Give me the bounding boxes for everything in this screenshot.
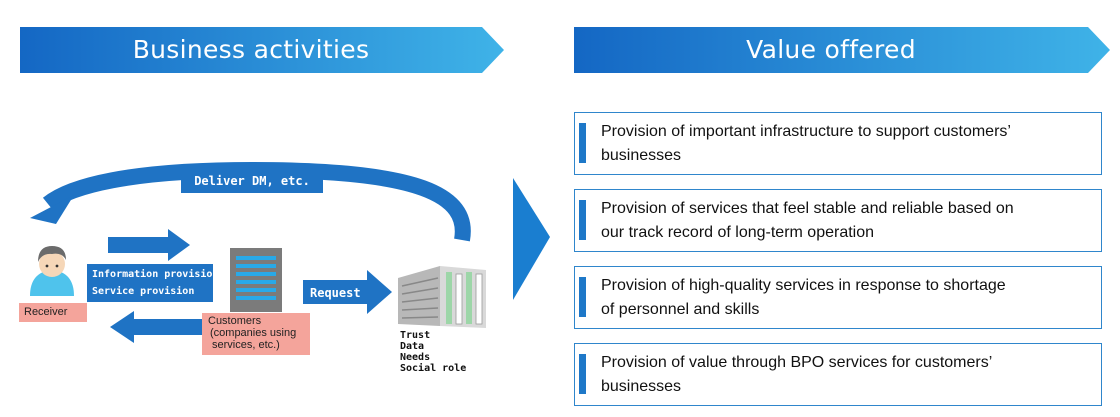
deliver-label: Deliver DM, etc. bbox=[194, 174, 310, 188]
info-provision-label: Information provision bbox=[92, 269, 219, 280]
trust-item: Trust bbox=[400, 330, 431, 341]
value-item: Provision of important infrastructure to… bbox=[574, 112, 1102, 175]
deliver-label-box bbox=[181, 169, 323, 193]
value-item-accent-bar bbox=[579, 123, 586, 163]
request-label: Request bbox=[310, 286, 361, 300]
office-building-icon bbox=[230, 248, 282, 312]
banner-title: Value offered bbox=[746, 35, 916, 64]
value-offered-banner: Value offered bbox=[574, 27, 1110, 73]
value-item-text: Provision of value through BPO services … bbox=[601, 351, 1093, 399]
value-item: Provision of high-quality services in re… bbox=[574, 266, 1102, 329]
banner-arrow-shape bbox=[574, 27, 1110, 73]
value-item-accent-bar bbox=[579, 277, 586, 317]
left-arrow-lower bbox=[110, 311, 216, 343]
value-item-line: of personnel and skills bbox=[601, 301, 760, 318]
customers-tag: Customers (companies using services, etc… bbox=[202, 313, 310, 355]
banner-arrow-shape bbox=[20, 27, 504, 73]
value-item: Provision of services that feel stable a… bbox=[574, 189, 1102, 252]
value-item-accent-bar bbox=[579, 354, 586, 394]
customers-label: Customers bbox=[208, 315, 262, 327]
value-item-text: Provision of services that feel stable a… bbox=[601, 197, 1093, 245]
trust-item: Social role bbox=[400, 363, 467, 374]
person-icon bbox=[30, 246, 74, 296]
trust-item: Data bbox=[400, 341, 425, 352]
business-flow-diagram: Deliver DM, etc. Information provision S… bbox=[0, 100, 560, 417]
service-provision-label: Service provision bbox=[92, 286, 195, 297]
diagram-graphics bbox=[30, 161, 550, 343]
value-item-text: Provision of high-quality services in re… bbox=[601, 274, 1093, 322]
value-item-line: businesses bbox=[601, 147, 682, 164]
value-item-accent-bar bbox=[579, 200, 586, 240]
customers-sub-label: (companies using bbox=[210, 327, 297, 339]
business-activities-banner: Business activities bbox=[20, 27, 504, 73]
trust-item: Needs bbox=[400, 352, 431, 363]
request-arrow bbox=[303, 270, 392, 314]
value-item-line: businesses bbox=[601, 378, 682, 395]
value-item-line: Provision of services that feel stable a… bbox=[601, 200, 1014, 217]
customers-sub-label: services, etc.) bbox=[212, 339, 280, 351]
value-item-line: Provision of value through BPO services … bbox=[601, 354, 993, 371]
value-item-line: our track record of long-term operation bbox=[601, 224, 875, 241]
value-item-line: Provision of important infrastructure to… bbox=[601, 123, 1011, 140]
receiver-tag: Receiver bbox=[19, 303, 87, 322]
value-item: Provision of value through BPO services … bbox=[574, 343, 1102, 406]
right-arrow-upper bbox=[108, 229, 190, 261]
value-item-line: Provision of high-quality services in re… bbox=[601, 277, 1006, 294]
chevron-right-arrow bbox=[513, 178, 550, 300]
receiver-label: Receiver bbox=[24, 306, 68, 318]
info-provision-box bbox=[87, 264, 213, 302]
value-item-text: Provision of important infrastructure to… bbox=[601, 120, 1093, 168]
data-center-icon bbox=[398, 266, 486, 328]
banner-title: Business activities bbox=[132, 35, 370, 64]
